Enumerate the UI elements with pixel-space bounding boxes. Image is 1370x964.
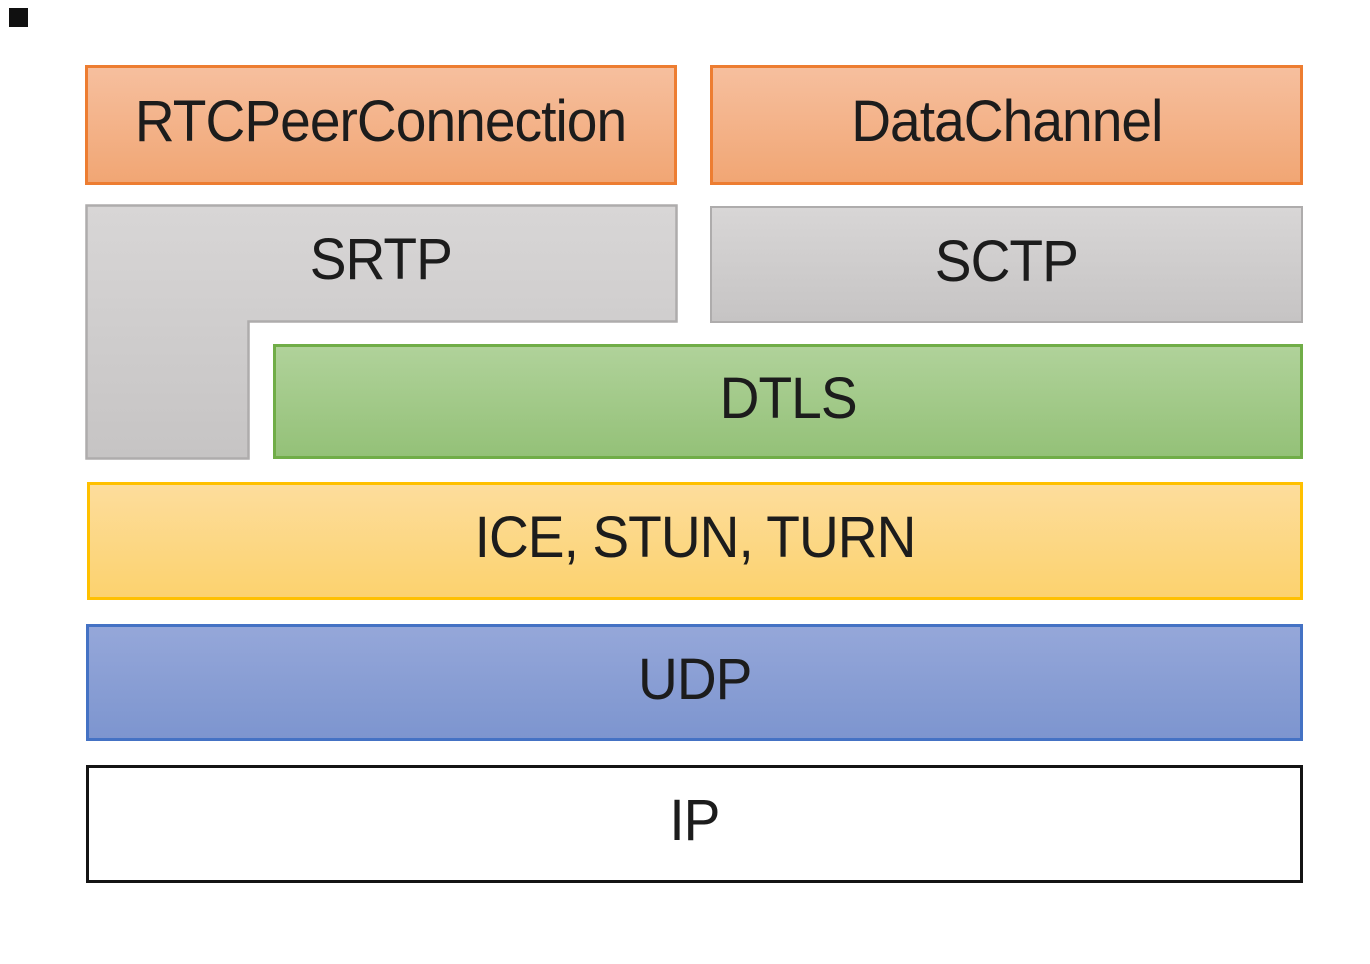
layer-udp: UDP [86, 624, 1303, 741]
layer-datachannel: DataChannel [710, 65, 1303, 185]
corner-mark [9, 8, 28, 27]
layer-label-sctp: SCTP [934, 228, 1079, 294]
layer-label-ice-stun-turn: ICE, STUN, TURN [474, 505, 917, 570]
layer-label-rtcpeerconnection: RTCPeerConnection [135, 89, 627, 154]
layer-label-datachannel: DataChannel [850, 89, 1163, 154]
layer-srtp: SRTP [85, 204, 677, 322]
layer-ip: IP [86, 765, 1303, 883]
layer-srtp-shape [85, 204, 678, 460]
layer-dtls: DTLS [273, 344, 1303, 459]
layer-label-ip: IP [669, 788, 720, 853]
layer-rtcpeerconnection: RTCPeerConnection [85, 65, 677, 185]
layer-label-dtls: DTLS [719, 365, 857, 431]
layer-label-srtp: SRTP [309, 227, 453, 292]
srtp-l-polygon [85, 204, 678, 460]
layer-ice-stun-turn: ICE, STUN, TURN [87, 482, 1303, 600]
layer-sctp: SCTP [710, 206, 1303, 323]
layer-label-udp: UDP [637, 646, 752, 712]
